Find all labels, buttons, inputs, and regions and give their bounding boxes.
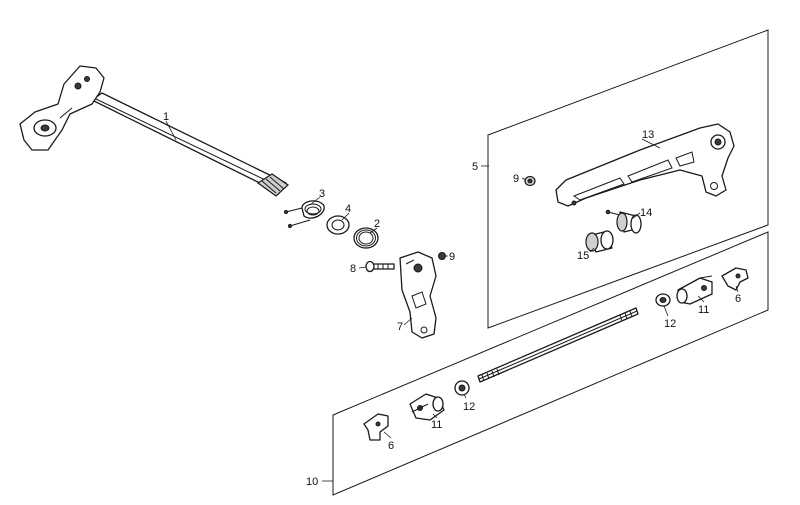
part-11-fork-right (676, 275, 713, 305)
part-3-spring (283, 200, 325, 229)
callout-6-lower: 6 (388, 440, 394, 452)
callout-11-right: 11 (698, 304, 709, 316)
part-8-screw (365, 260, 395, 273)
part-2-oil-seal (353, 227, 379, 249)
callout-5: 5 (472, 161, 478, 173)
callout-3: 3 (319, 188, 325, 200)
part-1-gear-shift-shaft (19, 65, 289, 197)
part-12-lock-nut-left (454, 380, 470, 396)
part-4-washer (326, 215, 350, 235)
part-6-clip-right (721, 267, 749, 291)
callout-1: 1 (163, 111, 169, 123)
callout-15: 15 (577, 250, 589, 262)
callout-6-right: 6 (735, 293, 741, 305)
callout-4: 4 (345, 203, 351, 215)
callout-11-lower: 11 (431, 419, 442, 431)
part-9-nut-upper (438, 252, 446, 260)
callout-9-frame5: 9 (513, 173, 519, 185)
callout-12-lower: 12 (463, 401, 475, 413)
callout-12-right: 12 (664, 318, 676, 330)
leader-lines (165, 120, 739, 482)
part-12-lock-nut-right (655, 293, 671, 307)
part-14-pedal-pin (605, 209, 642, 234)
callout-7: 7 (397, 321, 403, 333)
callout-10: 10 (306, 476, 318, 488)
callout-9-upper: 9 (449, 251, 455, 263)
part-9-nut-frame5 (524, 175, 536, 187)
part-15-rubber-sleeve (585, 230, 614, 253)
callout-14: 14 (640, 207, 652, 219)
callout-8: 8 (350, 263, 356, 275)
callout-13: 13 (642, 129, 654, 141)
part-6-clip-left (363, 413, 389, 441)
callout-2: 2 (374, 218, 380, 230)
assembly-frame-5 (487, 29, 769, 329)
part-13-gear-shift-pedal (555, 123, 735, 207)
part-10-shift-rod (477, 307, 639, 383)
callout-labels: 1 3 4 2 8 9 7 5 9 13 14 15 12 11 6 12 11… (163, 111, 741, 488)
part-11-fork-left (409, 393, 445, 421)
assembly-frame-10 (332, 231, 769, 496)
part-7-lever-bracket (399, 251, 437, 339)
